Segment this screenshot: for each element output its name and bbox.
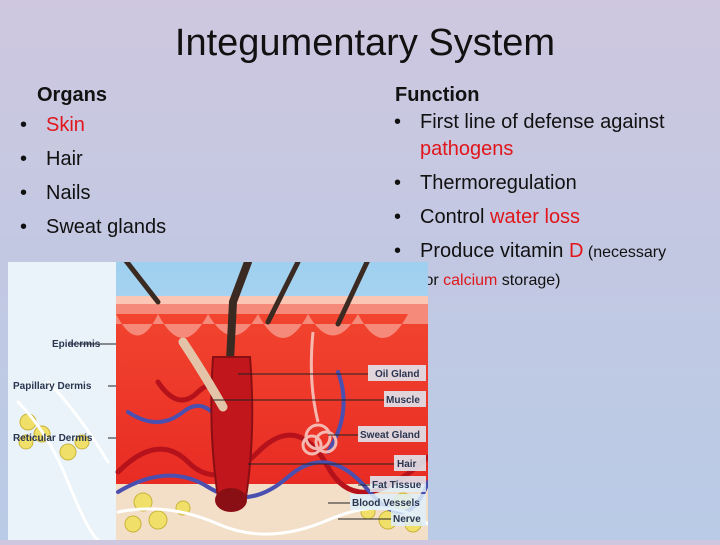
label-oil-gland: Oil Gland [375, 369, 419, 380]
function-list: First line of defense against pathogens … [394, 109, 704, 301]
list-item: First line of defense against pathogens [394, 109, 704, 163]
label-nerve: Nerve [393, 514, 421, 525]
skin-diagram: Epidermis Papillary Dermis Reticular Der… [8, 254, 431, 542]
label-sweat-gland: Sweat Gland [360, 430, 420, 441]
label-reticular-dermis: Reticular Dermis [13, 433, 93, 444]
list-item: Produce vitamin D (necessary for calcium… [394, 238, 704, 294]
label-epidermis: Epidermis [52, 339, 101, 350]
label-blood-vessels: Blood Vessels [352, 498, 420, 509]
label-muscle: Muscle [386, 395, 420, 406]
list-item: Skin [20, 108, 166, 142]
label-hair: Hair [397, 459, 417, 470]
label-fat-tissue: Fat Tissue [372, 480, 422, 491]
slide-title: Integumentary System [174, 22, 556, 64]
function-heading: Function [395, 84, 480, 106]
organs-list: Skin Hair Nails Sweat glands [20, 108, 166, 244]
list-item: Nails [20, 176, 166, 210]
list-item: Thermoregulation [394, 170, 704, 197]
organs-heading: Organs [37, 84, 108, 106]
label-papillary-dermis: Papillary Dermis [13, 381, 92, 392]
list-item: Control water loss [394, 204, 704, 231]
skin-cross-section-illustration: Epidermis Papillary Dermis Reticular Der… [8, 254, 431, 542]
list-item: Hair [20, 142, 166, 176]
list-item: Sweat glands [20, 210, 166, 244]
